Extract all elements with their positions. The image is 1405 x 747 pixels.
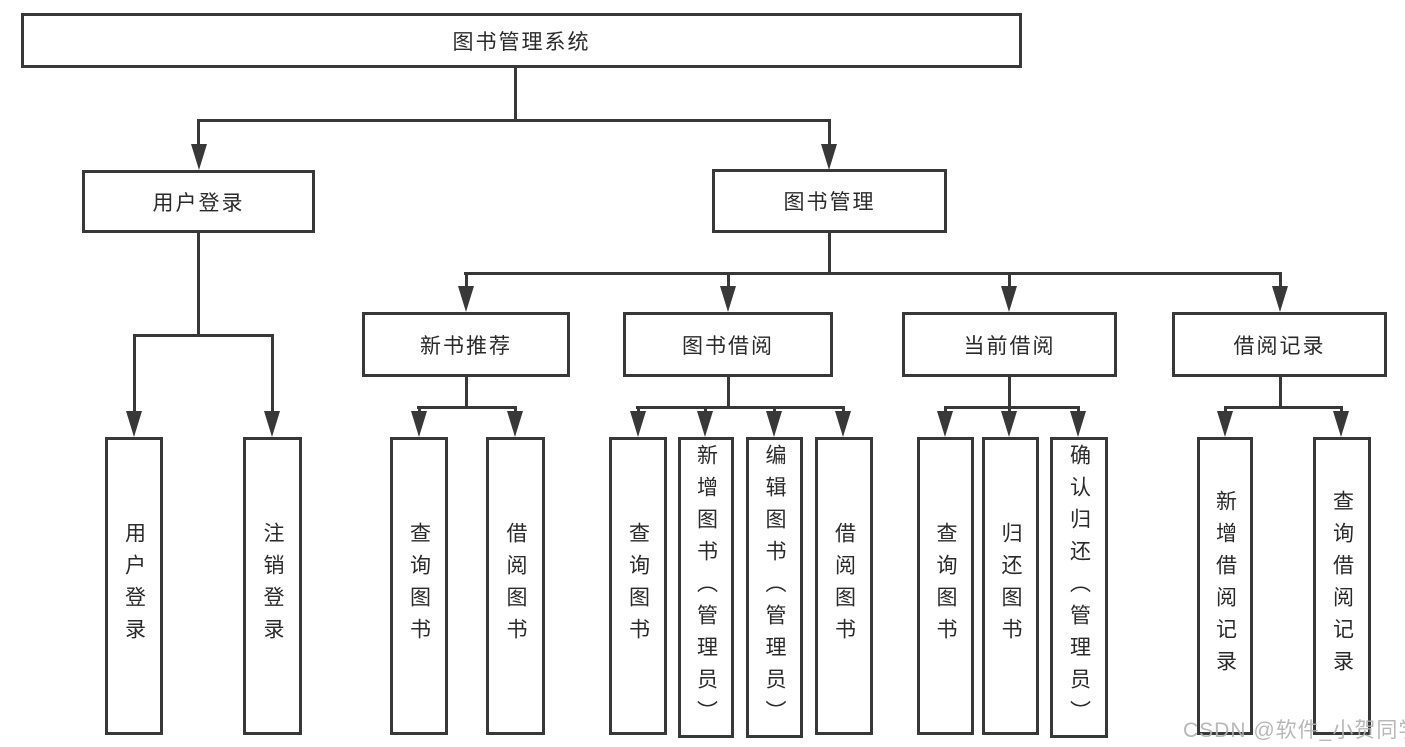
leaf-user-login: 用户登录 <box>105 437 163 735</box>
arrow-down-icon <box>1001 411 1017 437</box>
node-book-borrow: 图书借阅 <box>623 312 833 377</box>
arrow-down-icon <box>126 411 142 437</box>
arrow-down-icon <box>411 411 427 437</box>
connector-bookmgmt-drop <box>828 119 831 149</box>
arrow-down-icon <box>821 144 837 170</box>
connector-borrowrecords-hbar <box>1224 406 1343 409</box>
arrow-down-icon <box>1333 411 1349 437</box>
arrow-down-icon <box>697 411 713 437</box>
leaf-cb-query-books: 查询图书 <box>917 437 974 735</box>
connector-userlogin-hbar <box>133 334 274 337</box>
node-user-login: 用户登录 <box>82 170 315 233</box>
connector-currentborrow-stem <box>1008 377 1011 409</box>
connector-userloginleaf-drop <box>133 334 136 414</box>
leaf-br-add-record: 新增借阅记录 <box>1197 437 1253 735</box>
connector-newbookrec-stem <box>465 377 468 409</box>
leaf-bb-add-books-admin: 新增图书（管理员） <box>678 437 734 738</box>
arrow-down-icon <box>1272 286 1288 312</box>
connector-userlogin-stem <box>197 233 200 337</box>
leaf-bb-borrow-books: 借阅图书 <box>815 437 873 735</box>
arrow-down-icon <box>264 411 280 437</box>
arrow-down-icon <box>1217 411 1233 437</box>
connector-borrowrecords-drop <box>1279 272 1282 290</box>
leaf-logout: 注销登录 <box>243 437 302 735</box>
node-book-management: 图书管理 <box>712 169 947 233</box>
node-borrow-records: 借阅记录 <box>1172 312 1387 377</box>
connector-logout-drop <box>271 334 274 414</box>
connector-newbookrec-drop <box>465 272 468 290</box>
arrow-down-icon <box>766 411 782 437</box>
arrow-down-icon <box>937 411 953 437</box>
leaf-rec-query-books: 查询图书 <box>390 437 448 735</box>
node-new-book-recommend: 新书推荐 <box>362 312 570 377</box>
connector-userlogin-drop <box>197 119 200 149</box>
arrow-down-icon <box>1001 286 1017 312</box>
node-root: 图书管理系统 <box>21 13 1022 68</box>
connector-bookborrow-drop <box>727 272 730 290</box>
csdn-watermark: CSDN @软件_小贺同学 <box>1183 719 1405 742</box>
connector-currentborrow-hbar <box>944 406 1080 409</box>
connector-bookborrow-stem <box>727 377 730 409</box>
arrow-down-icon <box>507 411 523 437</box>
arrow-down-icon <box>720 286 736 312</box>
connector-root-hbar <box>197 119 831 122</box>
leaf-bb-query-books: 查询图书 <box>609 437 667 735</box>
arrow-down-icon <box>835 411 851 437</box>
leaf-cb-return-books: 归还图书 <box>982 437 1039 735</box>
leaf-br-query-record: 查询借阅记录 <box>1313 437 1371 735</box>
node-current-borrow: 当前借阅 <box>902 312 1117 377</box>
leaf-rec-borrow-books: 借阅图书 <box>486 437 545 735</box>
connector-root-stem <box>514 68 517 122</box>
arrow-down-icon <box>191 144 207 170</box>
arrow-down-icon <box>1070 411 1086 437</box>
leaf-bb-edit-books-admin: 编辑图书（管理员） <box>746 437 803 738</box>
connector-bookmgmt-hbar <box>464 272 1281 275</box>
arrow-down-icon <box>458 286 474 312</box>
connector-newbookrec-hbar <box>417 406 517 409</box>
connector-borrowrecords-stem <box>1279 377 1282 409</box>
arrow-down-icon <box>630 411 646 437</box>
connector-bookborrow-hbar <box>636 406 845 409</box>
leaf-cb-confirm-return-admin: 确认归还（管理员） <box>1050 437 1108 738</box>
connector-bookmgmt-stem <box>828 233 831 275</box>
connector-currentborrow-drop <box>1008 272 1011 290</box>
